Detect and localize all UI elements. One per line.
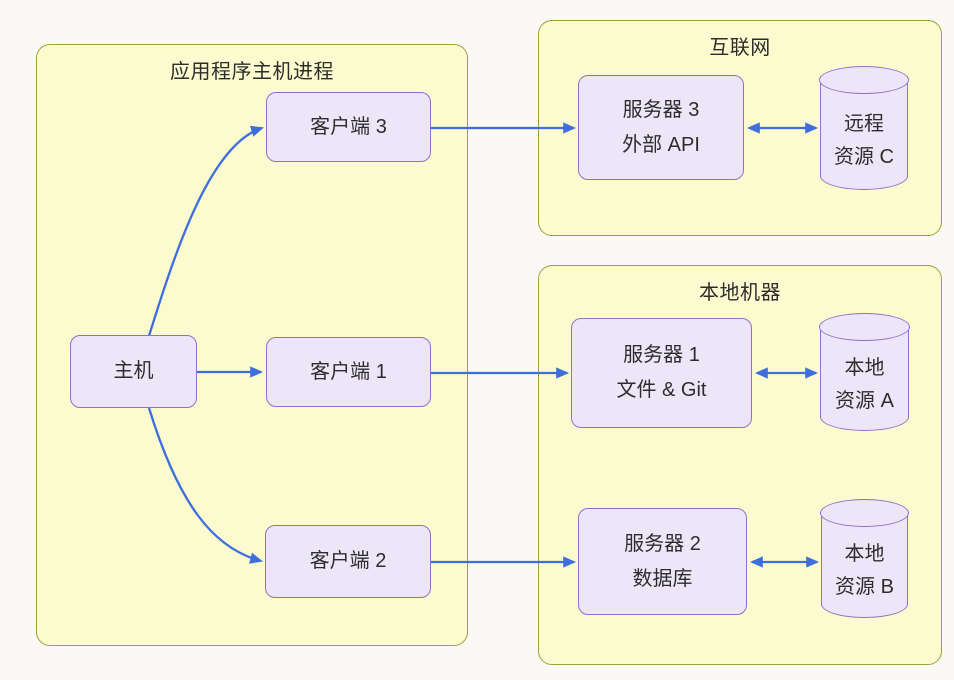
node-server3-label-line2: 外部 API <box>622 133 700 156</box>
cylinder-local-resource-b: 本地 资源 B <box>820 499 909 618</box>
node-server2: 服务器 2 数据库 <box>578 508 747 615</box>
cylinder-resource-b-label: 本地 资源 B <box>822 525 907 617</box>
node-server3: 服务器 3 外部 API <box>578 75 744 180</box>
cylinder-resource-c-line2: 资源 C <box>834 145 894 168</box>
node-client1-label: 客户端 1 <box>310 360 387 383</box>
node-client3-label: 客户端 3 <box>310 115 387 138</box>
cylinder-resource-c-line1: 远程 <box>844 112 884 135</box>
cylinder-top-ellipse <box>820 499 909 528</box>
cylinder-top-ellipse <box>819 313 910 342</box>
cylinder-resource-b-line2: 资源 B <box>835 576 894 598</box>
group-internet-title: 互联网 <box>709 37 771 59</box>
group-local-machine-title: 本地机器 <box>699 282 781 304</box>
node-host: 主机 <box>70 335 197 408</box>
cylinder-resource-a-label: 本地 资源 A <box>821 339 908 430</box>
group-host-process-title: 应用程序主机进程 <box>170 61 334 83</box>
node-server1-label-line2: 文件 & Git <box>616 379 707 401</box>
node-server2-label-line2: 数据库 <box>632 567 693 590</box>
cylinder-resource-a-line2: 资源 A <box>835 389 894 412</box>
node-server1-label-line1: 服务器 1 <box>623 344 700 366</box>
node-host-label: 主机 <box>113 360 154 382</box>
node-client2-label: 客户端 2 <box>309 550 387 572</box>
cylinder-remote-resource-c: 远程 资源 C <box>819 66 909 190</box>
node-client2: 客户端 2 <box>265 525 431 598</box>
cylinder-resource-c-label: 远程 资源 C <box>821 92 907 189</box>
cylinder-resource-a-line1: 本地 <box>844 356 885 379</box>
cylinder-resource-b-line1: 本地 <box>844 543 885 565</box>
node-client1: 客户端 1 <box>266 337 431 407</box>
node-server3-label-line1: 服务器 3 <box>622 98 700 121</box>
node-server2-label-line1: 服务器 2 <box>624 532 701 555</box>
node-server1: 服务器 1 文件 & Git <box>571 318 752 428</box>
cylinder-local-resource-a: 本地 资源 A <box>819 313 910 431</box>
cylinder-top-ellipse <box>819 66 909 95</box>
node-client3: 客户端 3 <box>266 92 431 162</box>
